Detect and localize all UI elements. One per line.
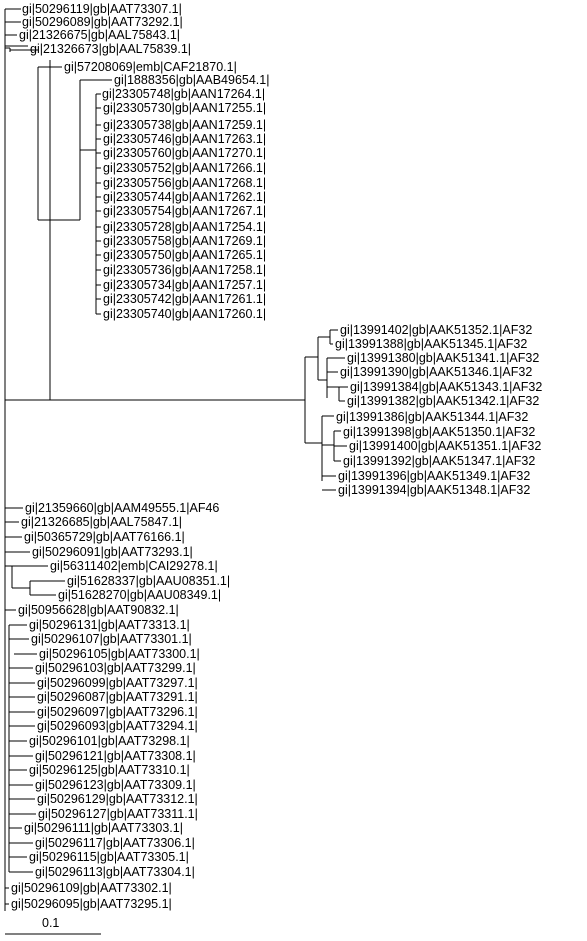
taxon-label: gi|51628337|gb|AAU08351.1| [67,574,230,588]
taxon-label: gi|23305744|gb|AAN17262.1| [103,190,266,204]
taxon-labels: gi|50296119|gb|AAT73307.1| gi|50296089|g… [11,2,542,911]
taxon-label: gi|50296127|gb|AAT73311.1| [38,807,198,821]
taxon-label: gi|50296121|gb|AAT73308.1| [35,749,196,763]
taxon-label: gi|23305728|gb|AAN17254.1| [103,220,266,234]
taxon-label: gi|56311402|emb|CAI29278.1| [50,559,218,573]
taxon-label: gi|50296087|gb|AAT73291.1| [37,690,198,704]
taxon-label: gi|50296089|gb|AAT73292.1| [22,15,183,29]
taxon-label: gi|23305750|gb|AAN17265.1| [103,248,266,262]
taxon-label: gi|23305740|gb|AAN17260.1| [103,307,266,321]
taxon-label: gi|13991400|gb|AAK51351.1|AF32 [349,439,541,453]
taxon-label: gi|21326673|gb|AAL75839.1| [30,42,191,56]
taxon-label: gi|13991398|gb|AAK51350.1|AF32 [343,425,535,439]
taxon-label: gi|13991394|gb|AAK51348.1|AF32 [338,483,530,497]
taxon-label: gi|13991384|gb|AAK51343.1|AF32 [350,380,542,394]
taxon-label: gi|13991388|gb|AAK51345.1|AF32 [335,337,527,351]
taxon-label: gi|50296097|gb|AAT73296.1| [37,705,198,719]
taxon-label: gi|23305756|gb|AAN17268.1| [103,176,266,190]
taxon-label: gi|50296091|gb|AAT73293.1| [32,545,193,559]
taxon-label: gi|50296109|gb|AAT73302.1| [11,881,172,895]
taxon-label: gi|50296117|gb|AAT73306.1| [35,836,195,850]
taxon-label: gi|23305742|gb|AAN17261.1| [103,292,266,306]
taxon-label: gi|50296119|gb|AAT73307.1| [22,2,182,16]
taxon-label: gi|21359660|gb|AAM49555.1|AF46 [25,501,219,515]
taxon-label: gi|50296093|gb|AAT73294.1| [37,719,198,733]
taxon-label: gi|23305752|gb|AAN17266.1| [103,161,266,175]
taxon-label: gi|23305748|gb|AAN17264.1| [102,87,265,101]
taxon-label: gi|13991390|gb|AAK51346.1|AF32 [340,365,532,379]
taxon-label: gi|23305736|gb|AAN17258.1| [103,263,266,277]
taxon-label: gi|50296107|gb|AAT73301.1| [31,632,192,646]
taxon-label: gi|50296095|gb|AAT73295.1| [11,897,172,911]
taxon-label: gi|50296103|gb|AAT73299.1| [35,661,196,675]
scale-bar: 0.1 [5,916,101,935]
scale-bar-label: 0.1 [42,916,59,930]
taxon-label: gi|23305754|gb|AAN17267.1| [103,204,266,218]
taxon-label: gi|50365729|gb|AAT76166.1| [24,530,185,544]
taxon-label: gi|13991392|gb|AAK51347.1|AF32 [343,454,535,468]
taxon-label: gi|57208069|emb|CAF21870.1| [64,60,237,74]
taxon-label: gi|50956628|gb|AAT90832.1| [18,603,179,617]
taxon-label: gi|50296111|gb|AAT73303.1| [24,821,183,835]
taxon-label: gi|50296101|gb|AAT73298.1| [29,734,190,748]
tree-branches [4,8,348,911]
taxon-label: gi|50296105|gb|AAT73300.1| [39,647,200,661]
taxon-label: gi|50296129|gb|AAT73312.1| [37,792,198,806]
taxon-label: gi|13991382|gb|AAK51342.1|AF32 [347,394,539,408]
taxon-label: gi|13991396|gb|AAK51349.1|AF32 [338,469,530,483]
taxon-label: gi|51628270|gb|AAU08349.1| [58,588,221,602]
taxon-label: gi|50296115|gb|AAT73305.1| [29,850,189,864]
taxon-label: gi|50296125|gb|AAT73310.1| [29,763,190,777]
taxon-label: gi|21326675|gb|AAL75843.1| [19,28,180,42]
taxon-label: gi|13991402|gb|AAK51352.1|AF32 [340,323,532,337]
taxon-label: gi|23305734|gb|AAN17257.1| [103,278,266,292]
taxon-label: gi|23305760|gb|AAN17270.1| [103,146,266,160]
taxon-label: gi|21326685|gb|AAL75847.1| [21,515,182,529]
taxon-label: gi|23305746|gb|AAN17263.1| [103,132,266,146]
taxon-label: gi|50296123|gb|AAT73309.1| [35,778,196,792]
taxon-label: gi|50296131|gb|AAT73313.1| [29,618,190,632]
taxon-label: gi|23305758|gb|AAN17269.1| [103,234,266,248]
taxon-label: gi|50296113|gb|AAT73304.1| [35,865,195,879]
taxon-label: gi|23305738|gb|AAN17259.1| [103,118,266,132]
taxon-label: gi|13991386|gb|AAK51344.1|AF32 [336,410,528,424]
taxon-label: gi|50296099|gb|AAT73297.1| [37,676,198,690]
taxon-label: gi|23305730|gb|AAN17255.1| [103,101,266,115]
taxon-label: gi|13991380|gb|AAK51341.1|AF32 [347,351,539,365]
taxon-label: gi|1888356|gb|AAB49654.1| [114,73,269,87]
